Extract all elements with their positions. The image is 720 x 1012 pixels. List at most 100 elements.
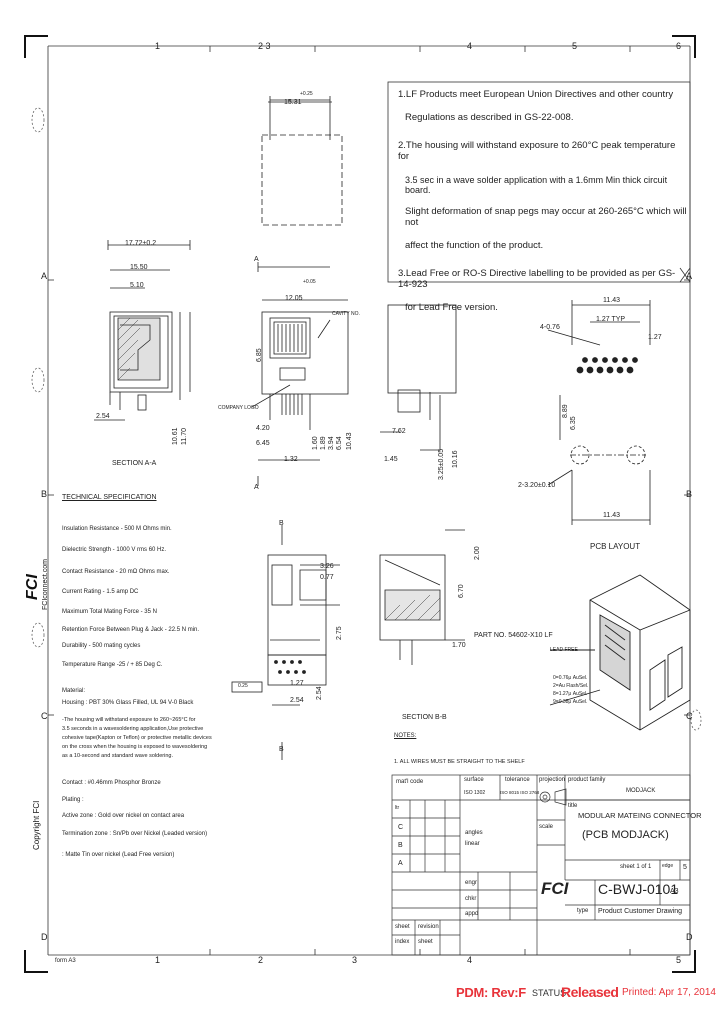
- row-label-c-right: C: [686, 711, 693, 721]
- spec-heading: TECHNICAL SPECIFICATION: [62, 494, 157, 501]
- dim-d33: 2.54: [316, 686, 323, 700]
- tb-tolerance: tolerance: [505, 777, 530, 783]
- row-label-a-right: A: [686, 271, 693, 281]
- tb-engr: engr: [465, 880, 478, 886]
- dim-d28: 11.43: [603, 512, 620, 519]
- spec-row-2: Dielectric Strength - 1000 V rms 60 Hz.: [62, 547, 167, 553]
- tb-fci-logo: FCI: [541, 879, 569, 898]
- section-aa: SECTION A-A: [112, 460, 157, 467]
- dim-d24: 1.27: [648, 334, 662, 341]
- dim-top-tol: +0.25: [300, 91, 313, 97]
- fci-side-logo: FCI: [24, 574, 41, 600]
- spec-row-7: Durability - 500 mating cycles: [62, 643, 141, 649]
- note-wires: 1. ALL WIRES MUST BE STRAIGHT TO THE SHE…: [394, 759, 525, 765]
- b-marker-top: B: [279, 520, 284, 527]
- tb-surface: surface: [464, 777, 484, 783]
- company-logo: COMPANY LOGO: [218, 405, 259, 411]
- material-heading: Material:: [62, 688, 86, 694]
- col-label-5: 5: [572, 41, 578, 51]
- col-label-6: 6: [676, 41, 682, 51]
- dim-d30: 0.77: [320, 574, 334, 581]
- cavity-no: CAVITY NO.: [332, 311, 360, 317]
- row-label-b-right: B: [686, 489, 693, 499]
- option-8: 8=1.27μ AuSel.: [553, 691, 588, 697]
- tb-linear: linear: [465, 841, 480, 847]
- tb-scale: scale: [539, 824, 554, 830]
- tb-revision-col: revision: [418, 924, 439, 930]
- dim-d22: 1.27 TYP: [596, 316, 626, 323]
- tb-iso-tol: ISO 8015 ISO 2768: [500, 790, 540, 795]
- notes-label: NOTES:: [394, 733, 417, 739]
- material-5: on the cross when the housing is exposed…: [62, 744, 208, 750]
- dim-d9: 4.20: [256, 425, 270, 432]
- tb-title-label: title: [568, 803, 578, 809]
- tb-chkr: chkr: [465, 896, 477, 902]
- dim-top: 15.31: [284, 99, 302, 106]
- lead-free: LEAD FREE: [550, 647, 578, 653]
- col-label-2-3: 2 3: [258, 41, 271, 51]
- tb-ltr: ltr: [395, 805, 400, 811]
- dim-d21: 11.43: [603, 297, 620, 304]
- dim-d32: 1.27: [290, 680, 304, 687]
- tb-sheet-val: sheet: [418, 939, 433, 945]
- a-marker-bottom: A: [254, 484, 259, 491]
- pcb-layout: PCB LAYOUT: [590, 542, 641, 551]
- tb-product-family: product family: [568, 777, 606, 783]
- tb-sheet-col: sheet: [395, 924, 410, 930]
- fci-side-url: FCIconnect.com: [42, 559, 49, 610]
- spec-row-6: Retention Force Between Plug & Jack - 22…: [62, 627, 200, 633]
- dim-d12: 1.60: [312, 436, 319, 450]
- plating-heading: Plating :: [62, 797, 84, 803]
- a-marker-top: A: [254, 256, 259, 263]
- dim-d8: 6.85: [256, 348, 263, 362]
- dim-d35: 2.00: [474, 546, 481, 560]
- dim-d20: 10.16: [452, 450, 459, 468]
- note-line-6: affect the function of the product.: [405, 240, 544, 252]
- tb-type-val: Product Customer Drawing: [598, 908, 683, 915]
- dim-d2: 15.50: [130, 264, 148, 271]
- dim-d15: 6.54: [336, 436, 343, 450]
- contact-material: Contact : #0.46mm Phosphor Bronze: [62, 780, 161, 786]
- dim-d18: 1.45: [384, 456, 398, 463]
- dim-d26: 6.35: [570, 416, 577, 430]
- tb-projection: projection: [539, 777, 566, 783]
- dim-d19: 3.25±0.05: [438, 448, 445, 480]
- tb-family: MODJACK: [626, 788, 656, 794]
- dim-d5: 10.61: [172, 427, 179, 445]
- dim-d13: 1.89: [320, 436, 327, 450]
- spec-row-3: Contact Resistance - 20 mΩ Ohms max.: [62, 569, 170, 575]
- dim-d37: 1.70: [452, 642, 466, 649]
- printed-date: Printed: Apr 17, 2014: [622, 987, 716, 998]
- col-bottom-2: 2: [258, 955, 264, 965]
- tb-iso: ISO 1302: [464, 790, 486, 796]
- pdm-rev: PDM: Rev:F: [456, 985, 526, 1000]
- note-line-5: Slight deformation of snap pegs may occu…: [405, 206, 687, 229]
- option-2: 2=Au Flash/Sel.: [553, 683, 589, 689]
- section-bb: SECTION B-B: [402, 714, 447, 721]
- material-6: as a 10-second and standard wave solderi…: [62, 753, 173, 759]
- tb-appd: appd: [465, 911, 479, 917]
- col-bottom-4: 4: [467, 955, 473, 965]
- col-label-4: 4: [467, 41, 473, 51]
- note-line-8: for Lead Free version.: [405, 301, 498, 313]
- status-released: Released: [561, 984, 619, 1000]
- tb-doc-no: C-BWJ-0101: [598, 881, 679, 897]
- row-label-c-left: C: [41, 711, 48, 721]
- dim-d34: 0.25: [238, 683, 248, 689]
- tb-rev-c: C: [398, 824, 404, 831]
- material-1: Housing : PBT 30% Glass Filled, UL 94 V-…: [62, 700, 194, 706]
- tb-sheet: sheet 1 of 1: [620, 864, 652, 870]
- tb-matl-code: mat'l code: [396, 779, 424, 785]
- material-2: -The housing will withstand exposure to …: [62, 717, 196, 723]
- tb-title-2: (PCB MODJACK): [582, 829, 669, 841]
- dim-d23: 4-0.76: [540, 324, 560, 331]
- dim-d36: 6.70: [458, 584, 465, 598]
- b-marker-bottom: B: [279, 746, 284, 753]
- note-line-1: 1.LF Products meet European Union Direct…: [398, 89, 674, 100]
- part-no: PART NO. 54602-X10 LF: [474, 632, 553, 639]
- note-line-4: 3.5 sec in a wave solder application wit…: [405, 174, 668, 196]
- spec-row-1: Insulation Resistance - 500 M Ohms min.: [62, 526, 172, 532]
- tb-edge-val: 5: [683, 864, 687, 871]
- note-line-2: Regulations as described in GS-22-008.: [405, 111, 574, 123]
